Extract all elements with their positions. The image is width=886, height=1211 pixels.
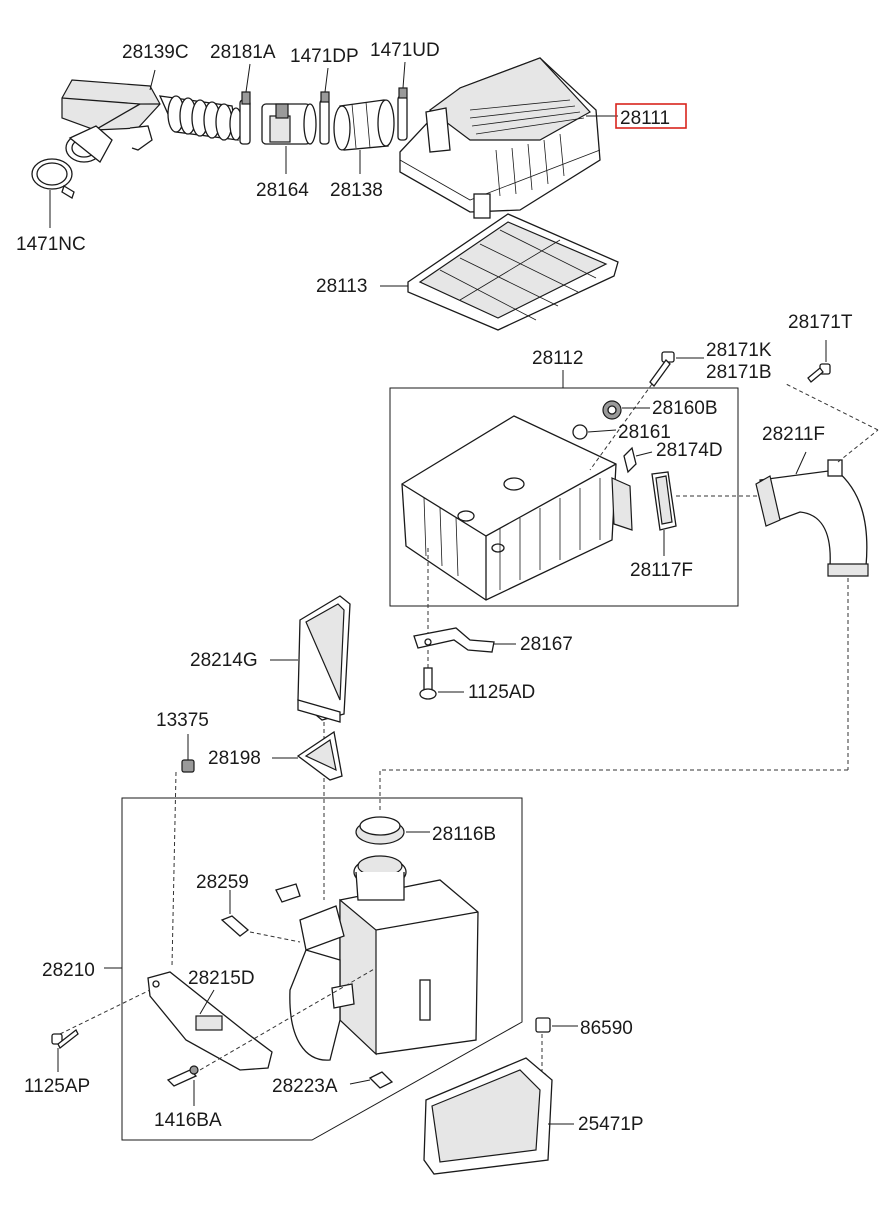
part-28160B-grommet [602, 400, 650, 420]
part-label-highlighted[interactable]: 28111 [620, 108, 670, 129]
part-label[interactable]: 28214G [190, 650, 258, 671]
highlight-box-28111 [615, 103, 687, 129]
part-28211F-elbow-hose [755, 383, 879, 770]
part-1471UD-clamp [397, 61, 408, 141]
part-label[interactable]: 28138 [330, 180, 383, 201]
part-28112-lower-case [389, 370, 739, 607]
part-label[interactable]: 28215D [188, 968, 255, 989]
part-label[interactable]: 1125AP [24, 1076, 90, 1097]
part-28223A-clip [349, 1071, 394, 1089]
part-label[interactable]: 28210 [42, 960, 95, 981]
part-1416BA-fastener [166, 1065, 199, 1106]
part-28138-coupler [333, 99, 395, 174]
part-1471NC-clamp [31, 158, 75, 228]
part-label[interactable]: 28116B [432, 824, 496, 845]
part-28171K-bolt [589, 351, 704, 471]
part-label[interactable]: 28160B [652, 398, 718, 419]
part-label[interactable]: 1471UD [370, 40, 440, 61]
part-28161-collar [572, 424, 617, 440]
part-28215D-bracket [59, 967, 377, 1071]
part-1125AD-bolt [419, 650, 464, 700]
part-label[interactable]: 28171B [706, 362, 772, 383]
part-28139C-intake-duct [61, 69, 161, 163]
part-label[interactable]: 28117F [630, 560, 693, 581]
part-28259-clip [220, 883, 301, 943]
part-label[interactable]: 28171K [706, 340, 772, 361]
part-label[interactable]: 28174D [656, 440, 723, 461]
part-label[interactable]: 13375 [156, 710, 209, 731]
part-28181A-clamp [239, 63, 251, 145]
part-1471DP-clamp [319, 67, 330, 145]
part-labels: 28139C 28181A 1471DP 1471UD 28111 1471NC… [16, 40, 853, 1135]
part-28117F-seal [651, 471, 760, 556]
part-28116B-cap [355, 769, 848, 845]
part-label[interactable]: 28223A [272, 1076, 338, 1097]
part-label[interactable]: 28139C [122, 42, 189, 63]
part-28171T-bolt [807, 340, 831, 383]
part-25471P-deflector [423, 1057, 574, 1175]
part-28174D-clip [623, 446, 653, 474]
part-label[interactable]: 28171T [788, 312, 853, 333]
part-label[interactable]: 28198 [208, 748, 261, 769]
part-label[interactable]: 28161 [618, 422, 671, 443]
part-28111-cleaner-cover [399, 57, 618, 219]
part-label[interactable]: 28211F [762, 424, 825, 445]
part-28214G-snorkel [270, 595, 351, 900]
part-28198-seal [272, 730, 343, 781]
part-label[interactable]: 1471DP [290, 46, 359, 67]
part-28167-bracket [413, 548, 516, 653]
part-13375-nut [171, 734, 195, 967]
part-28164-sensor [261, 103, 317, 174]
part-1125AP-bolt [51, 1029, 79, 1072]
part-corrugated-hose [158, 95, 243, 141]
part-label[interactable]: 28164 [256, 180, 309, 201]
part-label[interactable]: 28181A [210, 42, 276, 63]
part-label[interactable]: 28259 [196, 872, 249, 893]
part-28113-filter-element [380, 213, 619, 331]
part-label[interactable]: 1416BA [154, 1110, 222, 1131]
part-label[interactable]: 28167 [520, 634, 573, 655]
part-28210-resonator [104, 797, 523, 1141]
part-label[interactable]: 1471NC [16, 234, 86, 255]
part-label[interactable]: 25471P [578, 1114, 644, 1135]
part-label[interactable]: 1125AD [468, 682, 535, 703]
part-label[interactable]: 86590 [580, 1018, 633, 1039]
part-label[interactable]: 28113 [316, 276, 367, 297]
part-label[interactable]: 28112 [532, 348, 583, 369]
